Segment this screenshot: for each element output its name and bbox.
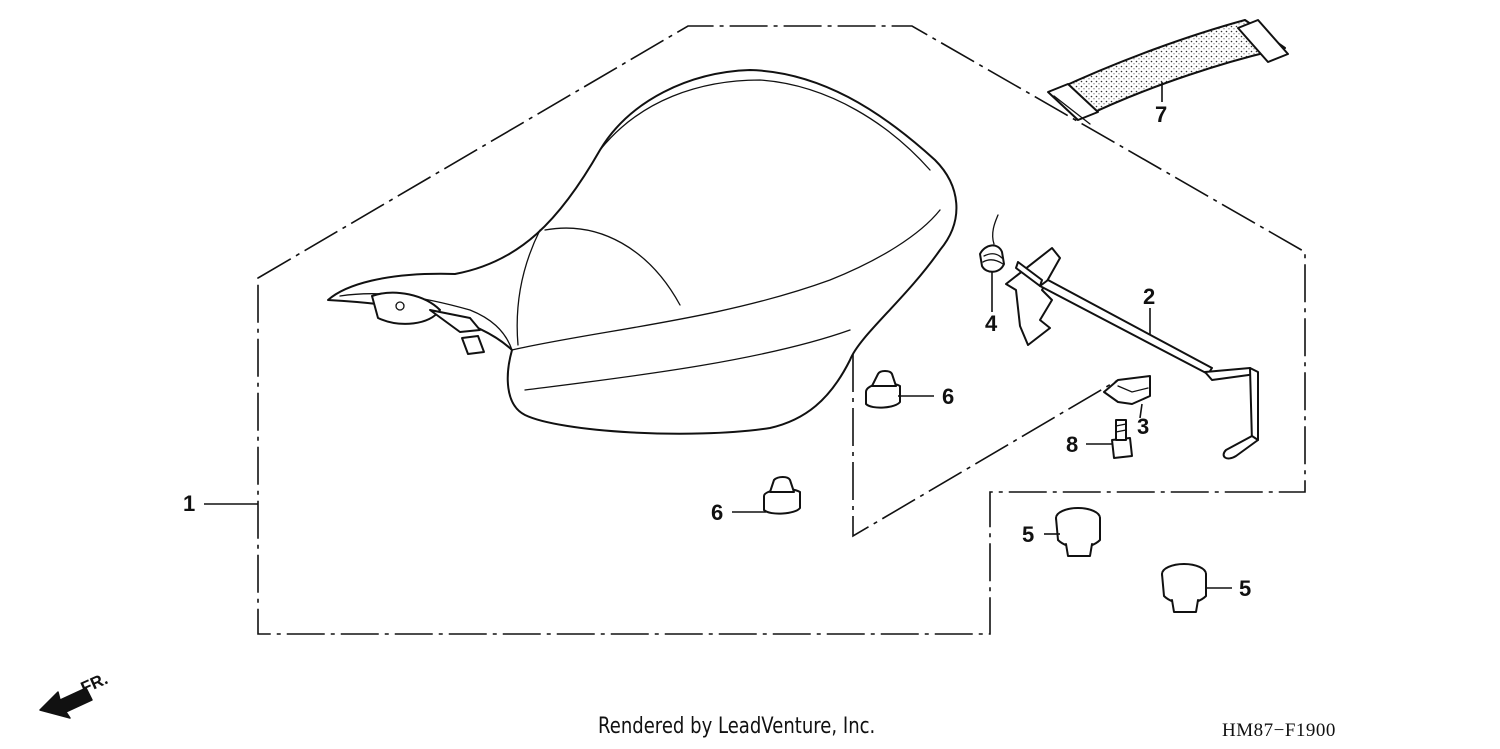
seat-illustration[interactable] [327,69,958,435]
leader-3 [1139,403,1143,419]
cushion-lower-illustration[interactable] [763,476,801,515]
callout-7: 7 [1155,102,1167,127]
callout-3: 3 [1137,414,1149,439]
spring-illustration[interactable] [979,214,1005,273]
inner-outline [852,354,1119,538]
front-arrow-icon [39,687,93,719]
callout-5-upper: 5 [1022,522,1034,547]
clip-illustration[interactable] [1103,375,1151,405]
bolt-illustration[interactable] [1111,419,1133,459]
callout-1: 1 [183,491,195,516]
credit-text: Rendered by LeadVenture, Inc. [598,714,876,739]
rubber-upper-illustration[interactable] [1055,507,1101,557]
seat-lock-rod-illustration[interactable] [1005,247,1259,460]
callout-8: 8 [1066,432,1078,457]
assembly-outline [257,25,1306,635]
callout-2: 2 [1143,284,1155,309]
front-indicator-label: FR. [78,669,111,697]
rubber-lower-illustration[interactable] [1161,563,1207,613]
callout-4: 4 [985,311,998,336]
diagram-code: HM87−F1900 [1222,720,1336,741]
front-indicator: FR. [39,669,111,719]
callout-5-lower: 5 [1239,576,1251,601]
callout-6-upper: 6 [942,384,954,409]
callout-6-lower: 6 [711,500,723,525]
strap-illustration[interactable] [1047,19,1289,125]
cushion-upper-illustration[interactable] [865,370,901,409]
